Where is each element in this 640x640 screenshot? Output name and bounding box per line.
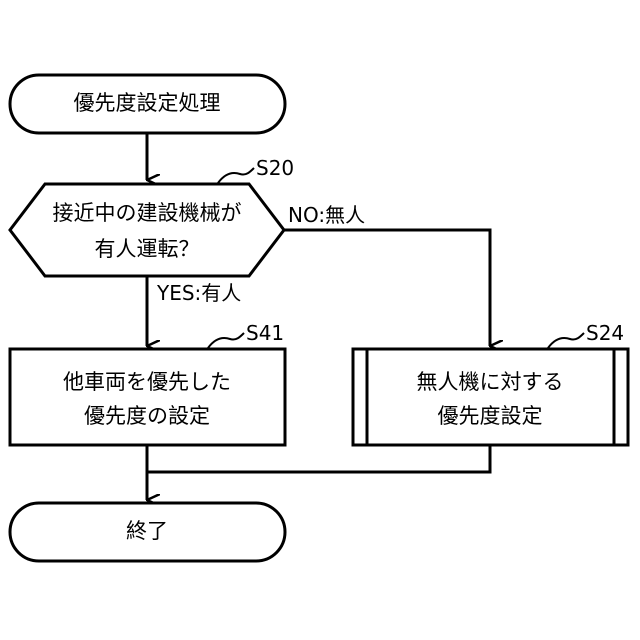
decision-step-leader	[218, 168, 254, 183]
end-terminal: 終了	[10, 503, 285, 561]
unmanned-process-box: 無人機に対する 優先度設定	[353, 349, 628, 445]
decision-hexagon: 接近中の建設機械が 有人運転？	[10, 184, 284, 276]
no-branch-label: NO:無人	[288, 203, 365, 227]
manned-step-leader	[208, 333, 244, 348]
start-label: 優先度設定処理	[74, 91, 221, 115]
arrow-no-branch	[284, 230, 490, 346]
unmanned-process-line2: 優先度設定	[438, 404, 543, 428]
unmanned-process-line1: 無人機に対する	[417, 370, 564, 394]
merge-line-unmanned	[147, 445, 490, 472]
yes-branch-label: YES:有人	[156, 281, 241, 305]
end-label: 終了	[126, 519, 168, 543]
start-terminal: 優先度設定処理	[10, 75, 285, 133]
unmanned-step-id: S24	[586, 321, 624, 345]
manned-process-line1: 他車両を優先した	[63, 370, 231, 394]
manned-process-line2: 優先度の設定	[84, 404, 210, 428]
unmanned-step-leader	[548, 333, 584, 348]
decision-line1: 接近中の建設機械が	[53, 201, 242, 225]
manned-step-id: S41	[246, 321, 284, 345]
decision-line2: 有人運転？	[95, 237, 200, 261]
decision-step-id: S20	[256, 156, 294, 180]
manned-process-box: 他車両を優先した 優先度の設定	[10, 349, 285, 445]
